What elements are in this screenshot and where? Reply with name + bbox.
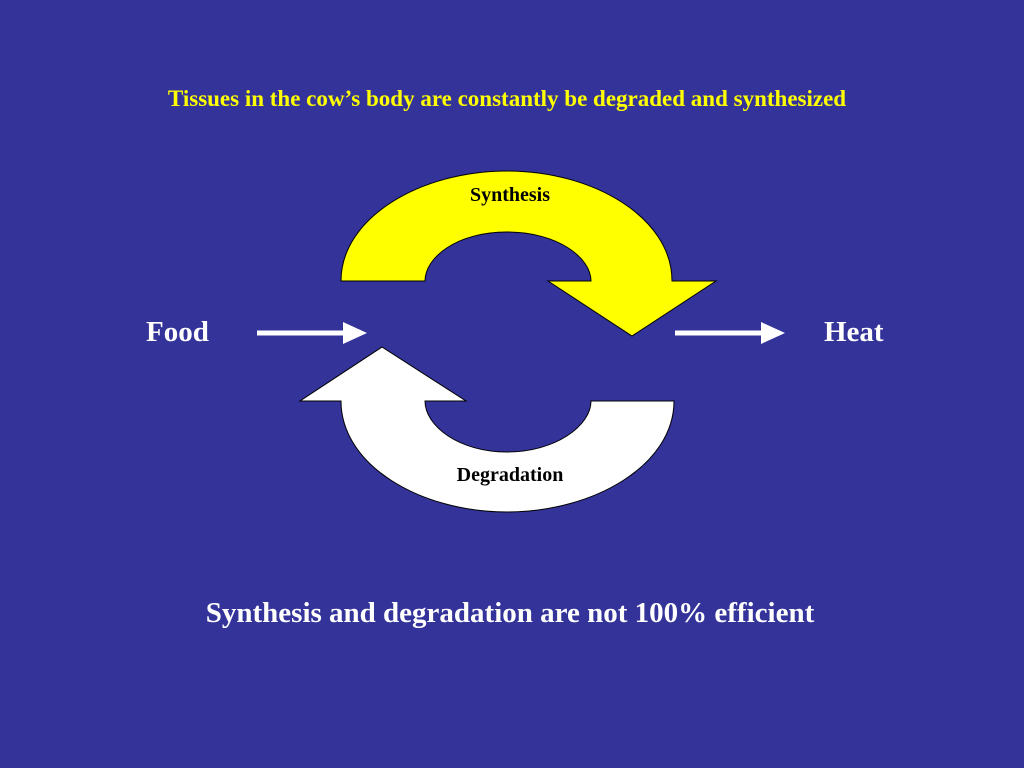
heat-label: Heat	[824, 316, 884, 348]
heat-output-arrow	[675, 322, 785, 344]
synthesis-arrow	[340, 170, 718, 337]
food-label: Food	[146, 316, 209, 348]
degradation-arrow	[298, 346, 675, 513]
synthesis-label: Synthesis	[470, 184, 550, 206]
degradation-label: Degradation	[457, 464, 564, 486]
slide-footer-statement: Synthesis and degradation are not 100% e…	[205, 597, 815, 629]
food-input-arrow	[257, 322, 367, 344]
slide-title: Tissues in the cow’s body are constantly…	[167, 86, 847, 111]
